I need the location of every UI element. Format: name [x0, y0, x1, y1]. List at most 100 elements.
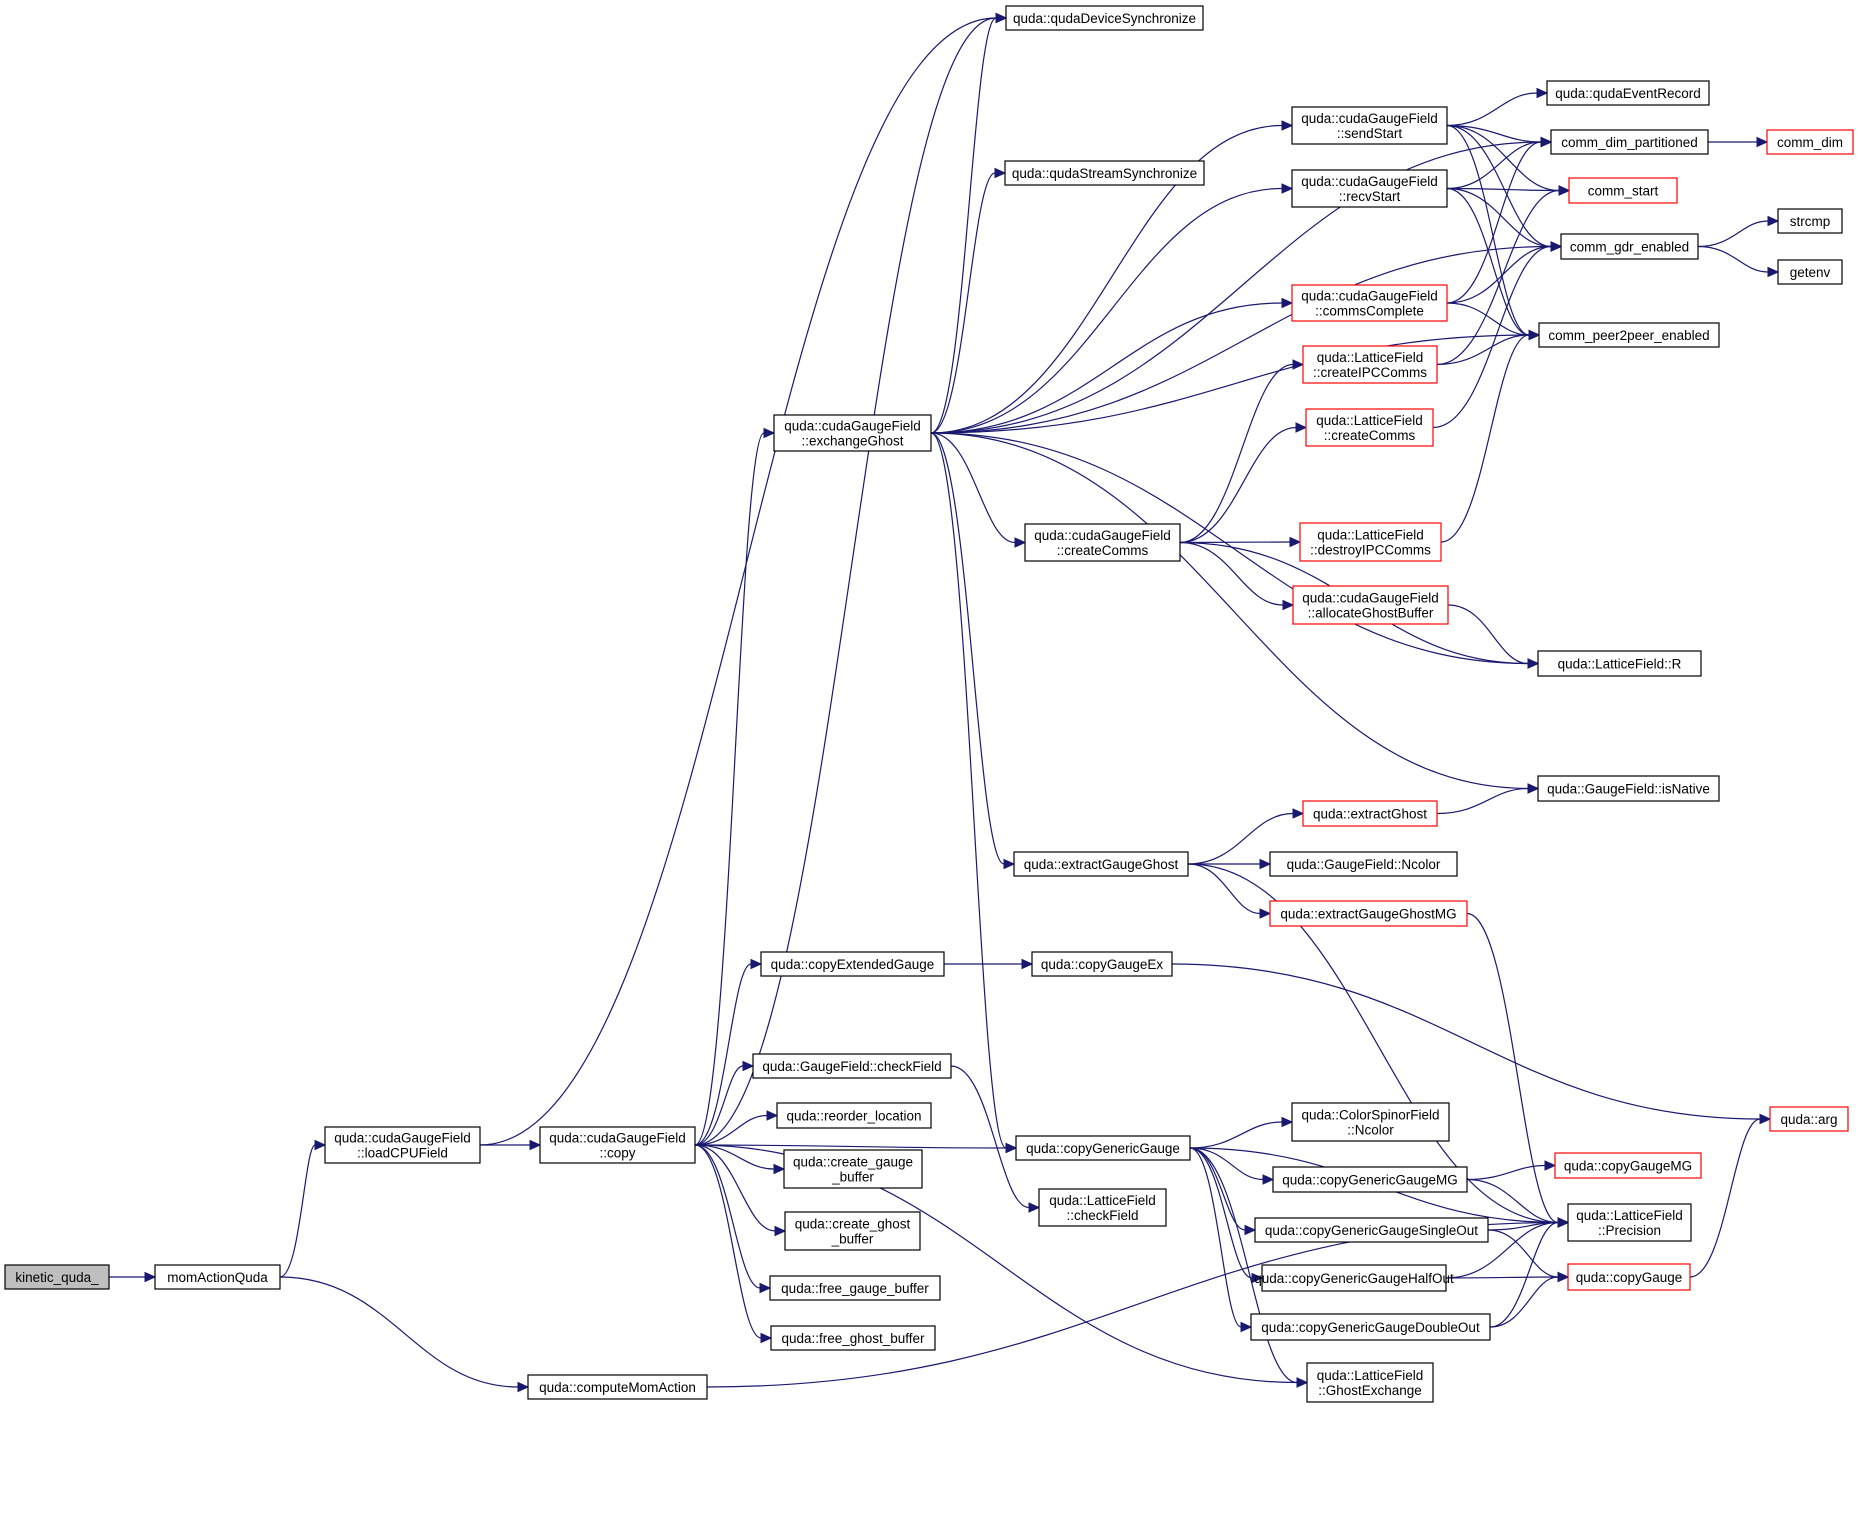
node-mom-action[interactable]: momActionQuda	[154, 1264, 281, 1290]
edge-lf-create-ipc-to-p2p	[1436, 334, 1530, 366]
node-label: ::allocateGhostBuffer	[1308, 606, 1434, 621]
node-create-gauge-buf[interactable]: quda::create_gauge_buffer	[783, 1149, 923, 1189]
node-gdr[interactable]: comm_gdr_enabled	[1560, 233, 1699, 260]
node-label: quda::ColorSpinorField	[1301, 1108, 1439, 1123]
node-box	[1302, 345, 1438, 384]
node-label: quda::copyGenericGaugeSingleOut	[1265, 1223, 1478, 1238]
node-copy-ext[interactable]: quda::copyExtendedGauge	[760, 951, 945, 977]
node-label: ::Precision	[1598, 1223, 1661, 1238]
node-label: quda::LatticeField	[1317, 1368, 1424, 1383]
node-event-record[interactable]: quda::qudaEventRecord	[1546, 80, 1710, 106]
node-alloc-ghost[interactable]: quda::cudaGaugeField::allocateGhostBuffe…	[1292, 585, 1449, 625]
node-is-native[interactable]: quda::GaugeField::isNative	[1537, 775, 1720, 802]
node-box	[1537, 775, 1720, 802]
node-cgg-half[interactable]: quda::copyGenericGaugeHalfOut	[1254, 1264, 1454, 1292]
node-copy-gauge[interactable]: quda::copyGauge	[1567, 1263, 1691, 1291]
node-label: comm_peer2peer_enabled	[1548, 328, 1709, 343]
node-recv-start[interactable]: quda::cudaGaugeField::recvStart	[1291, 169, 1448, 208]
node-getenv[interactable]: getenv	[1777, 259, 1843, 285]
node-gf-ncolor[interactable]: quda::GaugeField::Ncolor	[1269, 851, 1458, 877]
node-comm-dim[interactable]: comm_dim	[1766, 129, 1854, 155]
node-box	[1291, 169, 1448, 208]
node-ghost-exchange[interactable]: quda::LatticeField::GhostExchange	[1306, 1362, 1434, 1403]
edge-exchange-ghost-to-gdr	[930, 245, 1552, 434]
node-compute-mom[interactable]: quda::computeMomAction	[527, 1374, 708, 1400]
node-label: comm_start	[1588, 184, 1659, 199]
node-send-start[interactable]: quda::cudaGaugeField::sendStart	[1291, 106, 1448, 145]
node-label: ::sendStart	[1337, 126, 1403, 141]
node-cgg-double[interactable]: quda::copyGenericGaugeDoubleOut	[1250, 1313, 1491, 1341]
node-destroy-ipc[interactable]: quda::LatticeField::destroyIPCComms	[1299, 522, 1442, 562]
node-comms-complete[interactable]: quda::cudaGaugeField::commsComplete	[1291, 284, 1448, 322]
edge-exchange-ghost-to-recv-start	[930, 187, 1283, 434]
node-cgf-create-comms[interactable]: quda::cudaGaugeField::createComms	[1024, 523, 1181, 562]
node-label: quda::LatticeField	[1317, 528, 1424, 543]
node-label: _buffer	[831, 1232, 874, 1247]
node-copy[interactable]: quda::cudaGaugeField::copy	[539, 1126, 696, 1164]
node-lf-create-comms[interactable]: quda::LatticeField::createComms	[1305, 408, 1434, 447]
node-dev-sync[interactable]: quda::qudaDeviceSynchronize	[1005, 5, 1204, 31]
node-extract-ggmg[interactable]: quda::extractGaugeGhostMG	[1269, 900, 1468, 927]
node-create-ghost-buf[interactable]: quda::create_ghost_buffer	[784, 1211, 921, 1251]
edge-load-cpu-to-dev-sync	[479, 17, 997, 1146]
node-load-cpu[interactable]: quda::cudaGaugeField::loadCPUField	[324, 1126, 481, 1164]
node-box	[769, 1275, 941, 1301]
node-copy-generic[interactable]: quda::copyGenericGauge	[1015, 1135, 1191, 1161]
arrowhead-icon	[760, 1332, 773, 1344]
node-label: quda::qudaEventRecord	[1555, 86, 1701, 101]
node-box	[1272, 1166, 1468, 1193]
arrowhead-icon	[1544, 1160, 1557, 1171]
edge-extract-gauge-ghost-to-precision	[1187, 863, 1559, 1224]
edge-lf-create-ipc-to-comm-start	[1436, 189, 1560, 366]
node-free-gauge-buf[interactable]: quda::free_gauge_buffer	[769, 1275, 941, 1301]
node-stream-sync[interactable]: quda::qudaStreamSynchronize	[1004, 160, 1205, 186]
arrowhead-icon	[517, 1381, 530, 1393]
arrowhead-icon	[1536, 87, 1549, 99]
arrowhead-icon	[529, 1139, 542, 1151]
edge-copy-to-create-ghost-buf	[694, 1144, 776, 1232]
node-lf-create-ipc[interactable]: quda::LatticeField::createIPCComms	[1302, 345, 1438, 384]
edge-copy-to-free-gauge-buf	[694, 1144, 761, 1289]
node-precision[interactable]: quda::LatticeField::Precision	[1567, 1203, 1692, 1242]
node-extract-gauge-ghost[interactable]: quda::extractGaugeGhost	[1013, 851, 1189, 877]
node-lf-r[interactable]: quda::LatticeField::R	[1537, 650, 1702, 677]
node-strcmp[interactable]: strcmp	[1777, 208, 1843, 234]
node-label: momActionQuda	[167, 1270, 268, 1285]
arrowhead-icon	[1759, 1113, 1772, 1125]
node-dim-part[interactable]: comm_dim_partitioned	[1550, 129, 1709, 155]
node-csf-ncolor[interactable]: quda::ColorSpinorField::Ncolor	[1291, 1102, 1450, 1142]
node-extract-ghost[interactable]: quda::extractGhost	[1302, 800, 1438, 827]
edge-recv-start-to-gdr	[1446, 187, 1552, 248]
node-comm-start[interactable]: comm_start	[1568, 177, 1678, 204]
node-arg[interactable]: quda::arg	[1769, 1106, 1849, 1132]
node-cgg-single[interactable]: quda::copyGenericGaugeSingleOut	[1254, 1217, 1489, 1243]
node-label: quda::copyGenericGauge	[1026, 1141, 1180, 1156]
node-label: quda::LatticeField	[1316, 413, 1423, 428]
node-gf-check-field[interactable]: quda::GaugeField::checkField	[752, 1053, 952, 1079]
arrowhead-icon	[774, 1225, 787, 1237]
edge-gdr-to-getenv	[1697, 245, 1769, 273]
node-p2p[interactable]: comm_peer2peer_enabled	[1538, 322, 1720, 348]
arrowhead-icon	[1281, 297, 1294, 309]
arrowhead-icon	[763, 427, 776, 439]
node-box	[1568, 177, 1678, 204]
edge-exchange-ghost-to-p2p	[930, 334, 1530, 434]
edge-extract-gauge-ghost-to-extract-ggmg	[1187, 863, 1261, 915]
edge-copy-to-reorder	[694, 1114, 768, 1146]
node-copy-gauge-ex[interactable]: quda::copyGaugeEx	[1031, 951, 1173, 977]
node-cgg-mg[interactable]: quda::copyGenericGaugeMG	[1272, 1166, 1468, 1193]
node-label: quda::copyGauge	[1576, 1270, 1683, 1285]
arrowhead-icon	[1005, 1142, 1018, 1154]
node-reorder[interactable]: quda::reorder_location	[776, 1102, 932, 1129]
node-label: kinetic_quda_	[15, 1270, 99, 1285]
edge-copy-to-dev-sync	[694, 17, 997, 1146]
node-lf-check-field[interactable]: quda::LatticeField::checkField	[1038, 1188, 1167, 1227]
arrowhead-icon	[1767, 266, 1780, 278]
node-label: quda::cudaGaugeField	[1301, 111, 1438, 126]
arrowhead-icon	[1003, 858, 1016, 870]
node-exchange-ghost[interactable]: quda::cudaGaugeField::exchangeGhost	[773, 414, 932, 452]
node-free-ghost-buf[interactable]: quda::free_ghost_buffer	[770, 1325, 936, 1351]
node-copy-gauge-mg[interactable]: quda::copyGaugeMG	[1554, 1152, 1702, 1179]
node-box	[1306, 1362, 1434, 1403]
node-label: ::recvStart	[1339, 189, 1401, 204]
